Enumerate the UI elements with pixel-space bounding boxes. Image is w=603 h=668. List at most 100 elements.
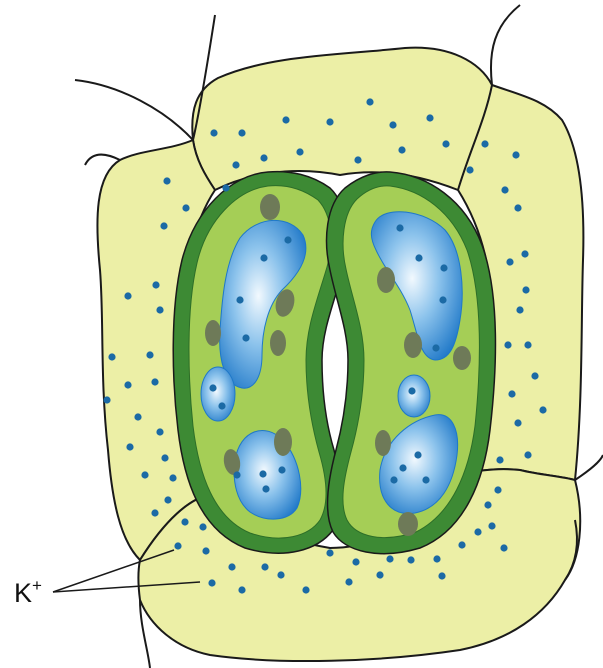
potassium-ion-dot <box>389 121 396 128</box>
boundary-line-top-right <box>491 5 520 85</box>
potassium-ion-dot <box>278 466 285 473</box>
potassium-ion-dot <box>366 98 373 105</box>
potassium-ion-dot <box>134 413 141 420</box>
potassium-ion-dot <box>181 518 188 525</box>
subsidiary-cells <box>97 48 583 661</box>
potassium-ion-dot <box>352 558 359 565</box>
potassium-ion-dot <box>199 523 206 530</box>
potassium-ion-dot <box>524 451 531 458</box>
potassium-ion-dot <box>238 129 245 136</box>
potassium-ion-dot <box>516 306 523 313</box>
chloroplast <box>205 320 221 346</box>
potassium-ion-dot <box>399 464 406 471</box>
potassium-ion-dot <box>124 381 131 388</box>
potassium-ion-dot <box>232 161 239 168</box>
potassium-ion-dot <box>222 184 229 191</box>
potassium-ion-dot <box>218 402 225 409</box>
potassium-ion-dot <box>345 578 352 585</box>
chloroplast <box>377 267 395 293</box>
potassium-ion-dot <box>242 334 249 341</box>
potassium-ion-dot <box>209 384 216 391</box>
chloroplast <box>274 428 292 456</box>
potassium-ion-dot <box>238 586 245 593</box>
potassium-ion-dot <box>514 204 521 211</box>
potassium-ion-dot <box>398 146 405 153</box>
potassium-ion-dot <box>261 563 268 570</box>
potassium-ion-dot <box>484 501 491 508</box>
potassium-ion-dot <box>501 186 508 193</box>
potassium-ion-dot <box>500 544 507 551</box>
boundary-line-right <box>575 455 603 480</box>
potassium-ion-dot <box>164 496 171 503</box>
potassium-ion-dot <box>508 390 515 397</box>
potassium-ion-dot <box>146 351 153 358</box>
potassium-ion-dot <box>233 471 240 478</box>
potassium-ion-dot <box>262 485 269 492</box>
potassium-ion-dot <box>408 387 415 394</box>
potassium-ion-dot <box>156 306 163 313</box>
potassium-ion-dot <box>522 286 529 293</box>
potassium-ion-dot <box>474 528 481 535</box>
potassium-ion-dot <box>390 476 397 483</box>
potassium-ion-dot <box>208 579 215 586</box>
potassium-ion-dot <box>174 542 181 549</box>
chloroplast <box>375 430 391 456</box>
potassium-ion-dot <box>376 571 383 578</box>
potassium-ion-dot <box>151 509 158 516</box>
chloroplast <box>453 346 471 370</box>
potassium-ion-dot <box>326 549 333 556</box>
guard-cell-left <box>173 172 347 554</box>
potassium-ion-dot <box>182 204 189 211</box>
potassium-ion-dot <box>440 264 447 271</box>
vacuole-left-middle <box>201 367 235 421</box>
potassium-ion-dot <box>458 541 465 548</box>
chloroplast <box>260 194 280 220</box>
potassium-ion-dot <box>210 129 217 136</box>
potassium-ion-dot <box>160 222 167 229</box>
potassium-ion-dot <box>152 281 159 288</box>
ion-label-charge: + <box>32 576 42 595</box>
chloroplast <box>270 330 286 356</box>
potassium-ion-dot <box>496 456 503 463</box>
potassium-ion-dot <box>466 166 473 173</box>
potassium-ion-dot <box>169 474 176 481</box>
potassium-ion-dot <box>277 571 284 578</box>
potassium-ion-dot <box>433 555 440 562</box>
guard-cell-right <box>327 172 496 554</box>
potassium-ion-dot <box>442 140 449 147</box>
ion-label: K+ <box>14 576 42 608</box>
potassium-ion-dot <box>512 151 519 158</box>
potassium-ion-dot <box>494 486 501 493</box>
potassium-ion-dot <box>161 454 168 461</box>
potassium-ion-dot <box>488 522 495 529</box>
potassium-ion-dot <box>156 428 163 435</box>
potassium-ion-dot <box>260 254 267 261</box>
potassium-ion-dot <box>296 148 303 155</box>
potassium-ion-dot <box>126 443 133 450</box>
chloroplast <box>404 332 422 358</box>
potassium-ion-dot <box>396 224 403 231</box>
potassium-ion-dot <box>438 572 445 579</box>
potassium-ion-dot <box>326 118 333 125</box>
potassium-ion-dot <box>108 353 115 360</box>
ion-label-symbol: K <box>14 578 32 608</box>
potassium-ion-dot <box>504 341 511 348</box>
potassium-ion-dot <box>386 555 393 562</box>
potassium-ion-dot <box>506 258 513 265</box>
potassium-ion-dot <box>521 250 528 257</box>
potassium-ion-dot <box>524 341 531 348</box>
potassium-ion-dot <box>284 236 291 243</box>
potassium-ion-dot <box>163 177 170 184</box>
potassium-ion-dot <box>514 419 521 426</box>
vacuole-right-middle <box>398 375 430 417</box>
chloroplast <box>398 512 418 536</box>
potassium-ion-dot <box>426 114 433 121</box>
potassium-ion-dot <box>282 116 289 123</box>
potassium-ion-dot <box>414 451 421 458</box>
potassium-ion-dot <box>439 296 446 303</box>
potassium-ion-dot <box>354 156 361 163</box>
potassium-ion-dot <box>141 471 148 478</box>
potassium-ion-dot <box>432 344 439 351</box>
potassium-ion-dot <box>124 292 131 299</box>
